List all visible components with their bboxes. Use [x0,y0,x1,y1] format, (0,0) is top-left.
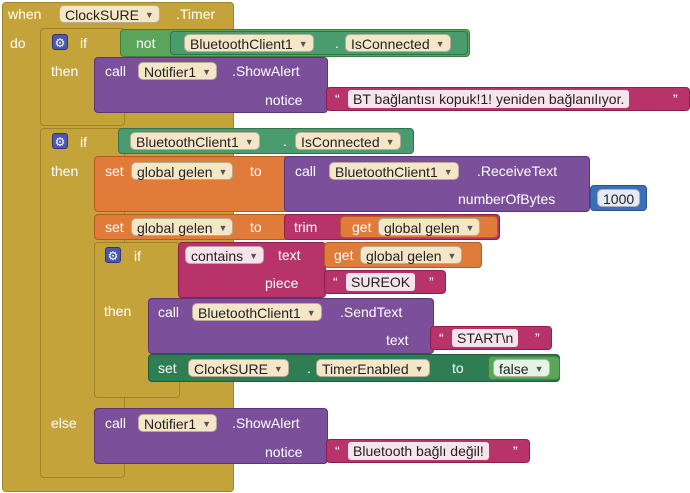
then-label: then [51,163,79,179]
to-label: to [452,360,464,376]
do-label: do [10,35,26,51]
dot-label: . [335,35,339,51]
if-label: if [80,35,87,51]
gear-icon[interactable]: ⚙ [52,34,68,50]
notice-text-value[interactable]: BT bağlantısı kopuk!1! yeniden bağlanılı… [348,90,630,108]
timer-property-dropdown[interactable]: TimerEnabled▼ [316,359,430,377]
text-label: text [278,247,301,263]
gear-icon[interactable]: ⚙ [52,133,68,149]
call-showalert-block-1[interactable] [94,57,328,113]
chevron-down-icon: ▼ [218,167,228,177]
send-text-block[interactable]: “ START\n ” [430,326,552,350]
variable-dropdown[interactable]: global gelen▼ [131,218,234,236]
set-label: set [105,163,124,179]
chevron-down-icon: ▼ [202,67,212,77]
receive-method-label: .ReceiveText [477,163,558,179]
notice-label: notice [265,444,303,460]
to-label: to [250,219,262,235]
to-label: to [250,163,262,179]
component-dropdown[interactable]: BluetoothClient1▼ [130,132,260,150]
chevron-down-icon: ▼ [306,308,316,318]
receive-component-dropdown[interactable]: BluetoothClient1▼ [329,162,459,180]
event-name-label: .Timer [176,6,216,22]
send-component-dropdown[interactable]: BluetoothClient1▼ [192,303,322,321]
call-label: call [105,415,127,431]
trim-label: trim [294,219,318,235]
chevron-down-icon: ▼ [202,419,212,429]
bool-dropdown[interactable]: false▼ [493,359,550,377]
piece-label: piece [265,275,299,291]
chevron-down-icon: ▼ [244,137,254,147]
send-text-value[interactable]: START\n [452,329,519,347]
send-method-label: .SendText [340,304,403,320]
notifier-dropdown[interactable]: Notifier1▼ [138,62,218,80]
method-label: .ShowAlert [232,63,300,79]
dot-label: . [283,133,287,149]
timer-component-dropdown[interactable]: ClockSURE▼ [188,359,289,377]
component-dropdown[interactable]: BluetoothClient1▼ [184,34,314,52]
notifier-dropdown[interactable]: Notifier1▼ [138,414,218,432]
set-label: set [105,219,124,235]
chevron-down-icon: ▼ [465,223,475,233]
property-dropdown[interactable]: IsConnected▼ [345,34,451,52]
call-label: call [105,63,127,79]
notice-label: notice [265,92,303,108]
piece-text-value[interactable]: SUREOK [346,273,416,291]
call-label: call [295,163,317,179]
numberofbytes-label: numberOfBytes [458,191,556,207]
set-label: set [158,360,177,376]
chevron-down-icon: ▼ [435,39,445,49]
contains-dropdown[interactable]: contains▼ [185,246,265,264]
when-label: when [8,6,42,22]
chevron-down-icon: ▼ [249,251,259,261]
notice-text-value[interactable]: Bluetooth bağlı değil! [348,442,489,460]
if-label: if [134,248,141,264]
get-variable-dropdown[interactable]: global gelen▼ [360,246,463,264]
gear-icon[interactable]: ⚙ [105,247,121,263]
chevron-down-icon: ▼ [447,251,457,261]
then-label: then [51,63,79,79]
method-label: .ShowAlert [232,415,300,431]
else-label: else [51,415,77,431]
if-label: if [80,134,87,150]
notice-text-block-1[interactable]: “ BT bağlantısı kopuk!1! yeniden bağlanı… [326,87,690,111]
get-variable-dropdown[interactable]: global gelen▼ [378,218,481,236]
piece-text-block[interactable]: “ SUREOK ” [324,270,446,294]
property-dropdown[interactable]: IsConnected▼ [295,132,401,150]
chevron-down-icon: ▼ [144,10,154,20]
call-label: call [158,304,180,320]
not-label: not [136,35,156,51]
dot-label: . [307,360,311,376]
text-label: text [386,332,409,348]
chevron-down-icon: ▼ [534,364,544,374]
chevron-down-icon: ▼ [443,167,453,177]
chevron-down-icon: ▼ [218,223,228,233]
then-label: then [104,303,132,319]
variable-dropdown[interactable]: global gelen▼ [131,162,234,180]
chevron-down-icon: ▼ [414,364,424,374]
chevron-down-icon: ▼ [385,137,395,147]
event-component-dropdown[interactable]: ClockSURE▼ [59,5,160,23]
chevron-down-icon: ▼ [273,364,283,374]
get-label: get [334,247,354,263]
notice-text-block-2[interactable]: “ Bluetooth bağlı değil! ” [326,439,530,463]
chevron-down-icon: ▼ [298,39,308,49]
number-value[interactable]: 1000 [597,189,641,207]
get-label: get [352,219,372,235]
